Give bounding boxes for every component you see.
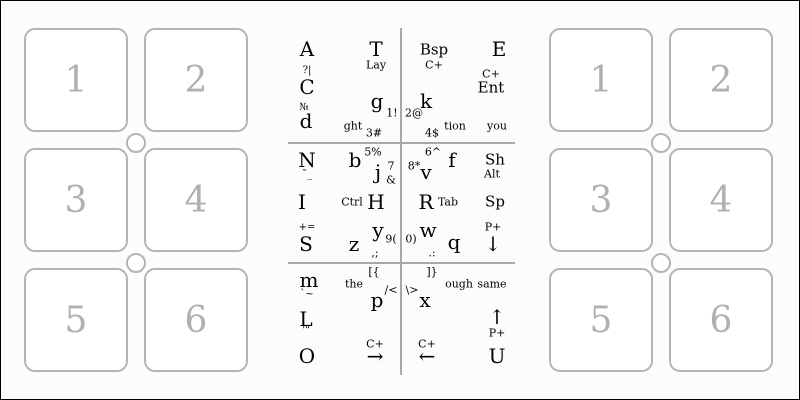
key-down-arrow: ↓ [484, 232, 502, 256]
key-right-arrow: → [366, 344, 384, 368]
key-y: y [372, 218, 384, 242]
key-bracket-brace-close: ]} [426, 265, 438, 279]
left-pad-2[interactable]: 2 [144, 28, 248, 132]
key-ent: Ent [477, 78, 505, 97]
key-backtick-tilde: `~ [300, 289, 314, 300]
left-pad-1[interactable]: 1 [24, 28, 128, 132]
right-pad-2[interactable]: 2 [669, 28, 773, 132]
key-tilde-underscore: ˜_ [302, 169, 312, 180]
key-the: the [344, 277, 364, 291]
key-4-dollar: 4$ [425, 126, 439, 140]
key-C: C [299, 75, 315, 99]
key-space: Sp [485, 192, 505, 211]
key-x: x [419, 288, 431, 312]
key-3-hash: 3# [365, 126, 383, 140]
right-joint-lower [651, 253, 671, 273]
key-quote-marks: '" [302, 325, 310, 336]
key-ctrl: Ctrl [341, 195, 363, 209]
right-joint-upper [651, 133, 671, 153]
key-ctrl-mod-2: C+ [482, 67, 500, 81]
key-ctrl-mod-4: C+ [418, 337, 436, 351]
right-pad-6[interactable]: 6 [669, 268, 773, 372]
key-ght: ght [343, 119, 363, 133]
key-2-at: 2@ [405, 106, 423, 120]
key-ctrl-mod-3: C+ [366, 337, 384, 351]
key-8-star: 8* [407, 159, 421, 173]
key-U: U [488, 344, 506, 368]
right-pad-1[interactable]: 1 [549, 28, 653, 132]
key-page-mod-1: P+ [484, 220, 502, 234]
key-L: L [299, 307, 313, 331]
key-shift: Sh [485, 150, 505, 169]
key-S: S [299, 232, 313, 256]
key-comma-semicolon: ,; [371, 246, 379, 260]
key-q: q [447, 230, 461, 254]
left-pad-6[interactable]: 6 [144, 268, 248, 372]
key-w: w [419, 218, 437, 242]
key-numero: № [299, 102, 309, 113]
key-page-mod-2: P+ [488, 326, 506, 340]
right-pad-5[interactable]: 5 [549, 268, 653, 372]
key-ampersand: & [386, 173, 396, 187]
key-you: you [487, 119, 507, 133]
key-g: g [370, 89, 384, 113]
key-bsp: Bsp [419, 40, 449, 59]
key-j: j [374, 160, 382, 184]
key-p: p [370, 288, 384, 312]
key-v: v [420, 160, 432, 184]
key-6-caret: 6^ [424, 145, 442, 159]
left-pad-5[interactable]: 5 [24, 268, 128, 372]
key-plus-equals: += [298, 222, 316, 233]
key-9-paren: 9( [385, 232, 397, 246]
key-period-colon: .: [428, 246, 436, 260]
key-O: O [298, 344, 316, 368]
key-backslash-greater: \> [405, 283, 419, 297]
key-bracket-brace-open: [{ [368, 265, 380, 279]
key-left-arrow: ← [418, 344, 436, 368]
key-I: I [298, 190, 306, 214]
key-1-bang: 1! [386, 106, 398, 120]
left-joint-lower [126, 253, 146, 273]
key-k: k [419, 89, 433, 113]
key-5-percent: 5% [364, 145, 382, 159]
key-7: 7 [387, 159, 395, 173]
key-up-arrow: ↑ [488, 305, 506, 329]
key-z: z [348, 232, 360, 256]
key-N: N [298, 148, 316, 172]
key-alt: Alt [484, 167, 500, 181]
key-T: T [369, 37, 383, 61]
key-lay: Lay [365, 58, 387, 72]
key-question-pipe: ?| [302, 65, 312, 76]
right-pad-3[interactable]: 3 [549, 148, 653, 252]
key-ough: ough [445, 277, 473, 291]
right-pad-4[interactable]: 4 [669, 148, 773, 252]
key-ctrl-mod-1: C+ [425, 58, 443, 72]
key-d: d [299, 109, 313, 133]
key-b: b [348, 148, 362, 172]
left-joint-upper [126, 133, 146, 153]
key-m: m [299, 268, 319, 292]
key-E: E [491, 37, 507, 61]
key-0-paren: 0) [405, 232, 417, 246]
key-tion: tion [444, 119, 466, 133]
key-R: R [418, 190, 434, 214]
key-slash-less: /< [384, 283, 398, 297]
key-f: f [448, 148, 456, 172]
key-tab: Tab [437, 195, 459, 209]
key-H: H [367, 190, 385, 214]
left-pad-3[interactable]: 3 [24, 148, 128, 252]
key-same: same [477, 277, 507, 291]
left-pad-4[interactable]: 4 [144, 148, 248, 252]
key-A: A [299, 37, 315, 61]
